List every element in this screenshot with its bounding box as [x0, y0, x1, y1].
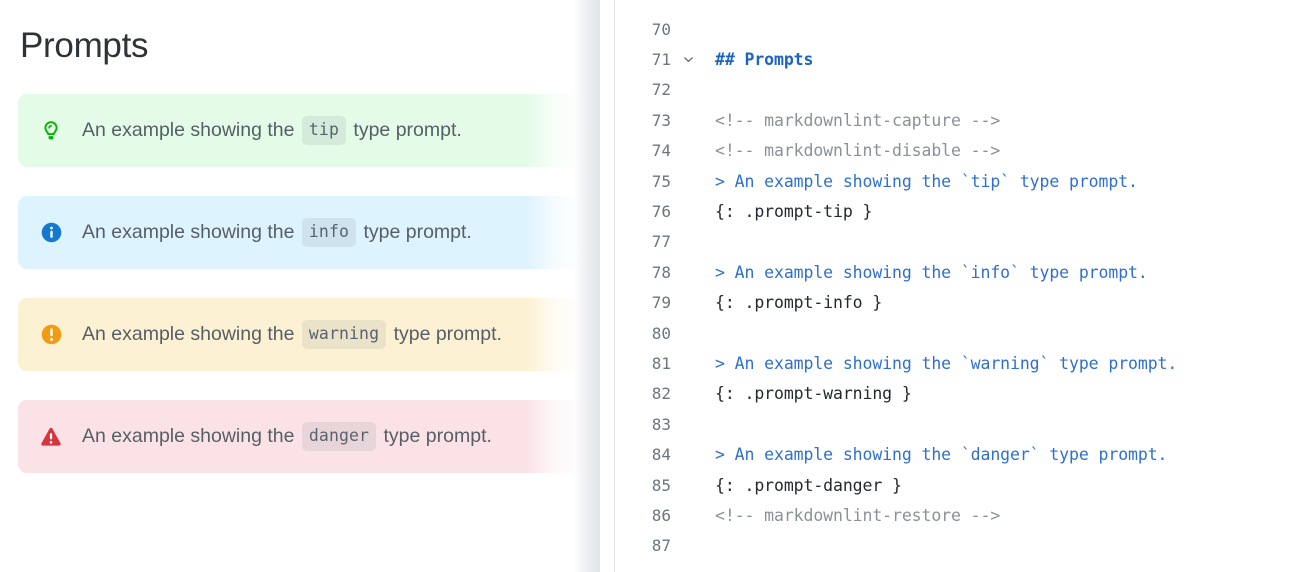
- inline-code-warning: warning: [301, 320, 387, 350]
- code-line-text: > An example showing the `tip` type prom…: [703, 172, 1304, 191]
- inline-code-tip: tip: [301, 116, 346, 146]
- line-number: 74: [651, 141, 671, 161]
- line-number: 82: [651, 384, 671, 404]
- line-number: 81: [651, 353, 671, 373]
- pane-divider[interactable]: [614, 0, 615, 572]
- code-line[interactable]: 77: [615, 227, 1304, 257]
- line-number: 80: [651, 323, 671, 343]
- code-token: <!-- markdownlint-disable -->: [715, 141, 1001, 161]
- prompt-text-before: An example showing the: [82, 323, 295, 346]
- prompt-info: An example showing the info type prompt.: [18, 196, 600, 270]
- code-token: ## Prompts: [715, 50, 814, 70]
- prompt-tip: An example showing the tip type prompt.: [18, 94, 600, 168]
- code-line-text: {: .prompt-tip }: [703, 202, 1304, 221]
- markdown-preview-pane: Prompts An example showing the tip type …: [0, 0, 600, 572]
- line-number: 84: [651, 445, 671, 465]
- code-line[interactable]: 80: [615, 318, 1304, 348]
- prompt-text-before: An example showing the: [82, 221, 295, 244]
- code-token: > An example showing the `warning` type …: [715, 353, 1178, 373]
- code-line[interactable]: 72: [615, 75, 1304, 105]
- prompt-tip-text: An example showing the tip type prompt.: [82, 116, 462, 146]
- code-line-list: 70 71 ## Prompts 72 73 <!-- markdownlint-capt…: [615, 14, 1304, 561]
- code-token: > An example showing the `danger` type p…: [715, 445, 1168, 465]
- code-token: <!-- markdownlint-capture -->: [715, 110, 1001, 130]
- code-token: {: .prompt-warning }: [715, 384, 912, 404]
- warning-triangle-icon: [38, 424, 64, 450]
- code-line[interactable]: 84 > An example showing the `danger` type…: [615, 439, 1304, 469]
- line-number: 77: [651, 232, 671, 252]
- chevron-down-icon[interactable]: [673, 53, 703, 66]
- line-number: 85: [651, 475, 671, 495]
- info-circle-icon: [38, 220, 64, 246]
- code-line[interactable]: 78 > An example showing the `info` type p…: [615, 257, 1304, 287]
- lightbulb-icon: [38, 118, 64, 144]
- prompt-danger-text: An example showing the danger type promp…: [82, 422, 492, 452]
- line-number: 71: [651, 50, 671, 70]
- line-number: 83: [651, 414, 671, 434]
- code-token: <!-- markdownlint-restore -->: [715, 505, 1001, 525]
- code-token: {: .prompt-tip }: [715, 202, 873, 222]
- code-token: > An example showing the `tip` type prom…: [715, 171, 1138, 191]
- code-line-text: > An example showing the `danger` type p…: [703, 445, 1304, 464]
- prompt-text-after: type prompt.: [363, 221, 472, 244]
- prompt-warning-text: An example showing the warning type prom…: [82, 320, 502, 350]
- code-line[interactable]: 87: [615, 531, 1304, 561]
- prompt-warning: An example showing the warning type prom…: [18, 298, 600, 372]
- line-number: 76: [651, 202, 671, 222]
- line-number: 70: [651, 19, 671, 39]
- prompt-danger: An example showing the danger type promp…: [18, 400, 600, 474]
- code-line[interactable]: 79 {: .prompt-info }: [615, 288, 1304, 318]
- code-line[interactable]: 70: [615, 14, 1304, 44]
- code-line[interactable]: 74 <!-- markdownlint-disable -->: [615, 136, 1304, 166]
- code-line[interactable]: 81 > An example showing the `warning` typ…: [615, 348, 1304, 378]
- prompt-text-after: type prompt.: [383, 425, 492, 448]
- code-line-text: ## Prompts: [703, 50, 1304, 69]
- code-line[interactable]: 75 > An example showing the `tip` type pr…: [615, 166, 1304, 196]
- code-token: {: .prompt-info }: [715, 293, 883, 313]
- code-token: > An example showing the `info` type pro…: [715, 262, 1148, 282]
- inline-code-info: info: [301, 218, 357, 248]
- prompt-text-after: type prompt.: [393, 323, 502, 346]
- code-line-text: <!-- markdownlint-restore -->: [703, 506, 1304, 525]
- code-line[interactable]: 71 ## Prompts: [615, 44, 1304, 74]
- line-number: 75: [651, 171, 671, 191]
- prompt-text-before: An example showing the: [82, 425, 295, 448]
- prompt-info-text: An example showing the info type prompt.: [82, 218, 472, 248]
- code-line[interactable]: 73 <!-- markdownlint-capture -->: [615, 105, 1304, 135]
- code-line-text: <!-- markdownlint-disable -->: [703, 141, 1304, 160]
- page-title: Prompts: [20, 26, 149, 65]
- code-token: {: .prompt-danger }: [715, 475, 902, 495]
- code-line[interactable]: 86 <!-- markdownlint-restore -->: [615, 500, 1304, 530]
- line-number: 72: [651, 80, 671, 100]
- line-number: 86: [651, 505, 671, 525]
- prompt-text-before: An example showing the: [82, 119, 295, 142]
- source-editor-pane[interactable]: 70 71 ## Prompts 72 73 <!-- markdownlint-capt…: [615, 0, 1304, 572]
- line-number: 78: [651, 262, 671, 282]
- preview-content: Prompts An example showing the tip type …: [0, 0, 600, 502]
- code-line[interactable]: 85 {: .prompt-danger }: [615, 470, 1304, 500]
- code-line[interactable]: 83: [615, 409, 1304, 439]
- code-line-text: {: .prompt-info }: [703, 293, 1304, 312]
- code-line-text: <!-- markdownlint-capture -->: [703, 111, 1304, 130]
- line-number: 73: [651, 110, 671, 130]
- exclamation-circle-icon: [38, 322, 64, 348]
- inline-code-danger: danger: [301, 422, 377, 452]
- code-line-text: {: .prompt-danger }: [703, 476, 1304, 495]
- code-line-text: {: .prompt-warning }: [703, 384, 1304, 403]
- line-number: 87: [651, 536, 671, 556]
- code-line-text: > An example showing the `warning` type …: [703, 354, 1304, 373]
- line-number: 79: [651, 293, 671, 313]
- code-line[interactable]: 76 {: .prompt-tip }: [615, 196, 1304, 226]
- prompt-text-after: type prompt.: [353, 119, 462, 142]
- code-line[interactable]: 82 {: .prompt-warning }: [615, 379, 1304, 409]
- code-line-text: > An example showing the `info` type pro…: [703, 263, 1304, 282]
